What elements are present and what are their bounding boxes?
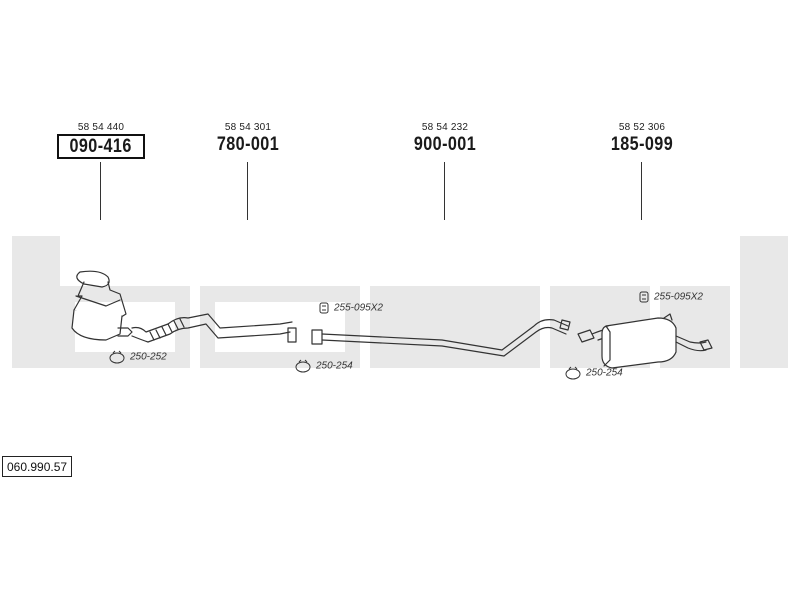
diagram-reference: 060.990.57 [2, 456, 73, 477]
clamp-code: 250-252 [130, 351, 167, 363]
oe-number: 58 52 306 [618, 122, 666, 133]
clamp-icon [295, 359, 311, 373]
front-pipe-part[interactable] [131, 313, 297, 343]
part-number[interactable]: 900-001 [413, 134, 477, 155]
middle-pipe-part[interactable] [311, 319, 571, 357]
leader-line [100, 162, 101, 220]
leader-line [444, 162, 445, 220]
part-number[interactable]: 780-001 [216, 134, 280, 155]
fitting-code: 255-095X2 [334, 302, 383, 314]
leader-line [641, 162, 642, 220]
clamp-code: 250-254 [316, 360, 353, 372]
fitting-255-095x2-rear[interactable]: 255-095X2 [638, 291, 703, 303]
rear-silencer-part[interactable] [577, 313, 713, 369]
oe-number: 58 54 440 [77, 122, 125, 133]
part-number[interactable]: 185-099 [610, 134, 674, 155]
clamp-icon [565, 366, 581, 380]
bracket-icon [639, 291, 649, 303]
leader-line [247, 162, 248, 220]
clamp-250-252[interactable]: 250-252 [108, 350, 167, 364]
clamp-250-254-rear[interactable]: 250-254 [564, 366, 623, 380]
part-label-rear-silencer: 58 52 306 185-099 [582, 122, 702, 156]
catalyst-part[interactable] [71, 270, 133, 341]
part-label-middle-pipe: 58 54 232 900-001 [385, 122, 505, 156]
part-label-front-pipe: 58 54 301 780-001 [188, 122, 308, 156]
part-number[interactable]: 090-416 [57, 134, 145, 159]
bracket-icon [319, 302, 329, 314]
part-label-catalyst: 58 54 440 090-416 [41, 122, 161, 159]
clamp-code: 250-254 [586, 367, 623, 379]
clamp-250-254-middle[interactable]: 250-254 [294, 359, 353, 373]
oe-number: 58 54 232 [421, 122, 469, 133]
fitting-code: 255-095X2 [654, 291, 703, 303]
fitting-255-095x2-front[interactable]: 255-095X2 [318, 302, 383, 314]
oe-number: 58 54 301 [224, 122, 272, 133]
clamp-icon [109, 350, 125, 364]
